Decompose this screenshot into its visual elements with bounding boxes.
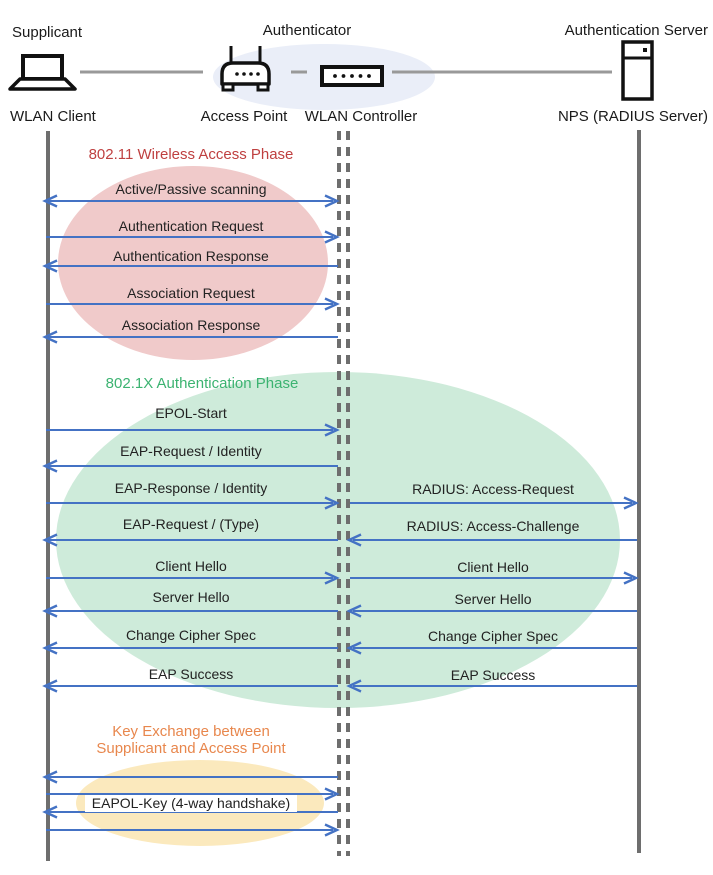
arrow-authentication-response (42, 259, 338, 273)
msg-eap-request-identity: EAP-Request / Identity (120, 443, 262, 459)
msg-client-hello-left: Client Hello (155, 558, 227, 574)
phase3-title-line2: Supplicant and Access Point (96, 740, 286, 757)
actor-wlan-client: WLAN Client (10, 108, 96, 125)
msg-server-hello-left: Server Hello (152, 589, 230, 605)
msg-eap-success-right: EAP Success (450, 667, 536, 683)
arrow-eap-request-type (42, 533, 338, 547)
msg-authentication-response: Authentication Response (113, 248, 269, 264)
arrow-eap-success-left (42, 679, 338, 693)
msg-radius-access-request: RADIUS: Access-Request (412, 481, 574, 497)
msg-association-response: Association Response (121, 317, 261, 333)
role-authentication-server: Authentication Server (564, 22, 708, 39)
phase2-title: 802.1X Authentication Phase (105, 375, 299, 392)
actor-access-point: Access Point (200, 108, 288, 125)
msg-active-passive-scanning: Active/Passive scanning (115, 181, 267, 197)
msg-eapol-key: EAPOL-Key (4-way handshake) (44, 795, 338, 812)
phase3-title-line1: Key Exchange between (112, 723, 270, 740)
arrow-eap-success-right (346, 679, 637, 693)
msg-change-cipher-right: Change Cipher Spec (428, 628, 558, 644)
arrow-client-hello-right (350, 571, 639, 585)
arrow-client-hello-left (46, 571, 340, 585)
arrow-radius-access-request (350, 496, 639, 510)
msg-server-hello-right: Server Hello (454, 591, 532, 607)
msg-eap-success-left: EAP Success (148, 666, 234, 682)
eapol-key-label: EAPOL-Key (4-way handshake) (84, 795, 298, 812)
role-authenticator: Authenticator (262, 22, 352, 39)
arrow-active-passive-scanning (42, 194, 340, 208)
arrow-eap-response-identity (46, 496, 340, 510)
msg-association-request: Association Request (127, 285, 255, 301)
arrow-change-cipher-right (346, 641, 637, 655)
arrow-eapol-key-4 (46, 823, 340, 837)
wlan-controller-icon (320, 65, 384, 87)
server-icon (621, 40, 654, 101)
laptop-icon (8, 54, 77, 91)
role-supplicant: Supplicant (12, 24, 83, 41)
msg-eap-request-type: EAP-Request / (Type) (122, 516, 260, 532)
arrow-eapol-key-2 (46, 787, 340, 801)
arrow-epol-start (46, 423, 340, 437)
actor-wlan-controller: WLAN Controller (304, 108, 418, 125)
msg-change-cipher-left: Change Cipher Spec (126, 627, 256, 643)
arrow-change-cipher-left (42, 641, 338, 655)
arrow-server-hello-right (346, 604, 637, 618)
arrow-eap-request-identity (42, 459, 338, 473)
arrow-server-hello-left (42, 604, 338, 618)
actor-nps: NPS (RADIUS Server) (557, 108, 708, 125)
arrow-authentication-request (46, 230, 340, 244)
msg-client-hello-right: Client Hello (457, 559, 529, 575)
wireless-access-phase-ellipse (58, 166, 328, 360)
arrow-eapol-key-1 (42, 770, 338, 784)
arrow-association-request (46, 297, 340, 311)
arrow-association-response (42, 330, 338, 344)
phase1-title: 802.11 Wireless Access Phase (88, 146, 294, 163)
access-point-icon (220, 46, 271, 92)
msg-authentication-request: Authentication Request (118, 218, 264, 234)
msg-radius-access-challenge: RADIUS: Access-Challenge (406, 518, 580, 534)
msg-eap-response-identity: EAP-Response / Identity (114, 480, 268, 496)
arrow-eapol-key-3 (42, 805, 338, 819)
arrow-radius-access-challenge (346, 533, 637, 547)
msg-epol-start: EPOL-Start (155, 405, 227, 421)
